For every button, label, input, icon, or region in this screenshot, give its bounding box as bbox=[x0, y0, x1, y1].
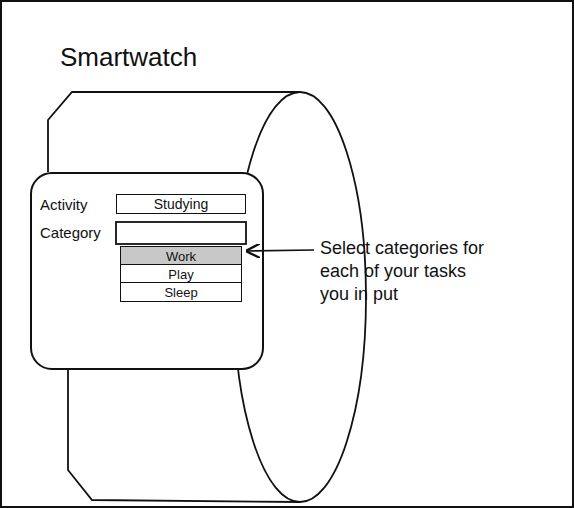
annotation-note: Select categories for each of your tasks… bbox=[320, 237, 490, 306]
category-input bbox=[116, 222, 246, 244]
field-label: Activity bbox=[40, 196, 88, 213]
field-value: Work bbox=[166, 248, 196, 265]
field-value: Studying bbox=[154, 196, 208, 213]
leader-arrow bbox=[247, 250, 314, 251]
sketch-title: Smartwatch bbox=[60, 42, 197, 73]
field-box: Play bbox=[120, 264, 242, 284]
field-value: Sleep bbox=[164, 284, 197, 301]
field-box: Work bbox=[120, 246, 242, 266]
upper-strap bbox=[48, 92, 300, 172]
field-box: Studying bbox=[116, 194, 246, 214]
watch-face: ActivityCategory StudyingWorkPlaySleep bbox=[30, 172, 264, 370]
field-value: Play bbox=[168, 266, 193, 283]
field-label: Category bbox=[40, 224, 101, 241]
lower-strap bbox=[68, 370, 300, 502]
field-box: Sleep bbox=[120, 282, 242, 302]
